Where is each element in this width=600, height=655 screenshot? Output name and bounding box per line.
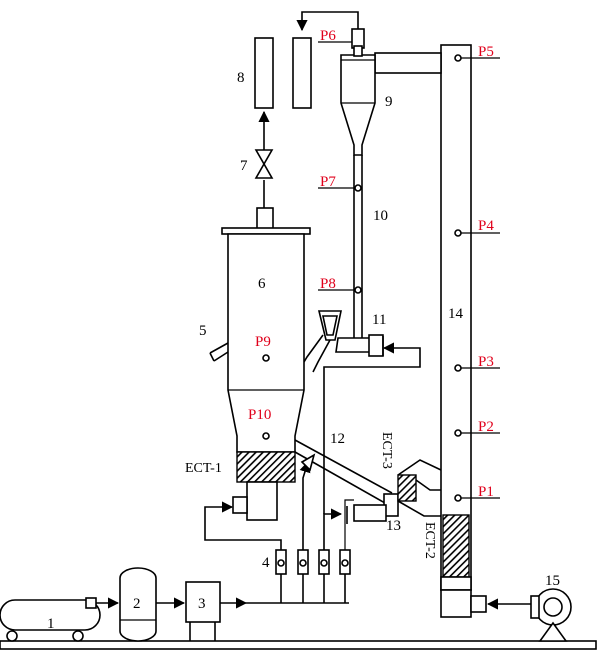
- riser: [440, 44, 487, 618]
- component-numbers: 1 2 3 4 5 6 7 8 9 10 11 12 13 14 15: [47, 70, 560, 632]
- ect1-label: ECT-1: [185, 461, 222, 476]
- inclined-chute: [294, 439, 393, 504]
- flowmeters: [275, 549, 351, 603]
- p10-label: P10: [248, 407, 271, 423]
- label-10: 10: [373, 208, 388, 224]
- ect-labels: ECT-1 ECT-2 ECT-3: [185, 432, 437, 559]
- p9-label: P9: [255, 334, 271, 350]
- p2-label: P2: [478, 419, 494, 435]
- ground-base: [0, 640, 597, 650]
- filter-bags: [254, 37, 312, 109]
- valve: [254, 110, 274, 208]
- reactor: [209, 207, 311, 521]
- label-1: 1: [47, 616, 55, 632]
- p8-label: P8: [320, 276, 336, 292]
- crossover-duct: [374, 52, 442, 74]
- label-11: 11: [372, 312, 386, 328]
- label-14: 14: [448, 306, 464, 322]
- air-tank: [119, 567, 157, 642]
- p3-label: P3: [478, 354, 494, 370]
- air-compressor: [0, 597, 101, 642]
- label-13: 13: [386, 518, 401, 534]
- ect3-label: ECT-3: [379, 432, 394, 469]
- p5-label: P5: [478, 44, 494, 60]
- label-8: 8: [237, 70, 245, 86]
- ect2-label: ECT-2: [422, 522, 437, 559]
- p7-label: P7: [320, 174, 336, 190]
- standpipe: [353, 155, 363, 338]
- feeder: [346, 459, 442, 524]
- label-6: 6: [258, 276, 266, 292]
- loop-seal: [303, 310, 384, 373]
- p6-label: P6: [320, 28, 336, 44]
- label-15: 15: [545, 573, 560, 589]
- p4-label: P4: [478, 218, 494, 234]
- p1-label: P1: [478, 484, 494, 500]
- label-5: 5: [199, 323, 207, 339]
- pressure-labels: P1 P2 P3 P4 P5 P6 P7 P8 P9 P10: [248, 28, 494, 500]
- cyclone: [340, 28, 376, 156]
- label-12: 12: [330, 431, 345, 447]
- label-9: 9: [385, 94, 393, 110]
- blower: [486, 588, 572, 642]
- pressure-taps: [262, 41, 500, 502]
- label-7: 7: [240, 158, 248, 174]
- gas-line: [296, 11, 359, 32]
- label-2: 2: [133, 596, 141, 612]
- label-4: 4: [262, 555, 270, 571]
- dryer: [185, 581, 221, 641]
- label-3: 3: [198, 596, 206, 612]
